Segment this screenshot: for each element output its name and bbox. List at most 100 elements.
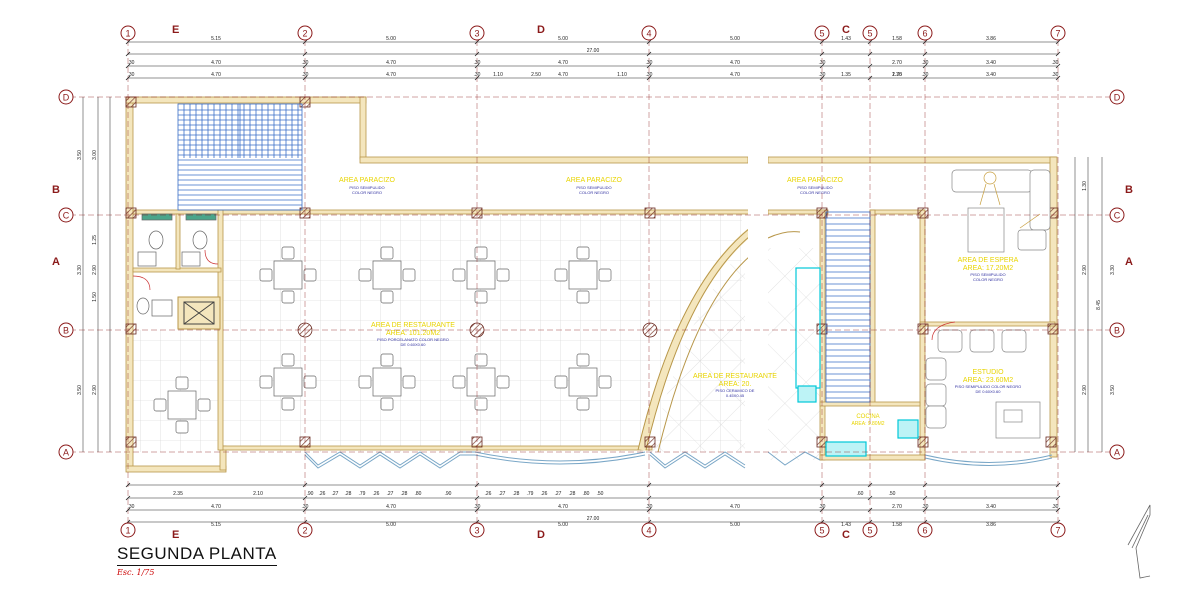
section-mark: B [1125, 184, 1133, 196]
dimension-text: 5.15 [211, 522, 221, 528]
grid-bubble [917, 25, 933, 41]
room-label: AREA PARACIZO [566, 177, 622, 184]
dimension-text: 2.35 [173, 491, 183, 497]
dimension-tick [867, 75, 873, 81]
dimension-tick [302, 39, 308, 45]
dimension-tick [819, 51, 825, 57]
chair [402, 375, 416, 389]
dimension-text: 1.30 [1082, 181, 1088, 191]
dimension-tick [302, 482, 308, 488]
dimension-tick [302, 75, 308, 81]
stairs-right [825, 211, 871, 403]
dimension-tick [125, 51, 131, 57]
dimension-text: .30 [922, 72, 929, 78]
dimension-text: .27 [332, 491, 339, 497]
dimension-tick [646, 495, 652, 501]
dimension-text: .30 [646, 72, 653, 78]
dimension-tick [1055, 482, 1061, 488]
chair [259, 268, 273, 282]
drawing-break [748, 95, 768, 475]
dimension-text: .80 [583, 491, 590, 497]
dimension-text: .50 [889, 491, 896, 497]
stairs-main [177, 103, 303, 211]
dimension-tick [922, 63, 928, 69]
room-label: AREA PARACIZO [339, 177, 395, 184]
dimension-tick [819, 39, 825, 45]
room-sublabel: DE 0.60X0.60 [401, 342, 427, 347]
chair [576, 353, 590, 367]
dimension-tick [646, 482, 652, 488]
chair [452, 268, 466, 282]
dimension-tick [125, 507, 131, 513]
table [372, 367, 402, 397]
dimension-tick [302, 495, 308, 501]
section-mark: E [172, 529, 179, 541]
chair [303, 268, 317, 282]
dimension-text: .30 [1052, 60, 1059, 66]
room-area: AREA: 20. [719, 381, 752, 388]
dimension-tick [1055, 75, 1061, 81]
chair [380, 397, 394, 411]
dimension-text: 3.86 [986, 36, 996, 42]
dimension-text: 5.00 [386, 36, 396, 42]
dimension-text: 4.70 [558, 504, 568, 510]
dimension-text: 8.45 [1096, 300, 1102, 310]
dimension-text: .28 [569, 491, 576, 497]
table [273, 260, 303, 290]
dimension-tick [819, 75, 825, 81]
dimension-tick [922, 51, 928, 57]
section-mark: E [172, 24, 179, 36]
grid-bubble [1109, 322, 1125, 338]
chair [281, 353, 295, 367]
dimension-text: .27 [555, 491, 562, 497]
table [568, 367, 598, 397]
grid-bubble-label: 5 [867, 526, 872, 536]
table [273, 367, 303, 397]
chair [496, 375, 510, 389]
grid-bubble-label: 6 [922, 29, 927, 39]
room-sublabel: COLOR NEGRO [352, 190, 382, 195]
dimension-text: 27.00 [587, 516, 600, 522]
dimension-tick [867, 63, 873, 69]
dimension-text: 4.70 [386, 504, 396, 510]
dimension-text: .26 [319, 491, 326, 497]
drawing-title-block: SEGUNDA PLANTA Esc. 1/75 [117, 544, 277, 577]
dimension-tick [474, 495, 480, 501]
room-sublabel: COLOR NEGRO [579, 190, 609, 195]
chair [358, 268, 372, 282]
dimension-text: 2.10 [253, 491, 263, 497]
room-sublabel: PISO CERAMICO DE [716, 388, 755, 393]
grid-bubble-label: 6 [922, 526, 927, 536]
chair [153, 398, 167, 412]
chair [474, 353, 488, 367]
dimension-text: 3.30 [1110, 265, 1116, 275]
dimension-text: .26 [373, 491, 380, 497]
room-labels: AREA PARACIZO PISO SEMIPULIDO COLOR NEGR… [339, 177, 1021, 427]
dimension-text: 2.90 [92, 265, 98, 275]
studio-furniture [925, 321, 1041, 439]
dimension-tick [125, 39, 131, 45]
dimension-text: 4.70 [558, 72, 568, 78]
chair [281, 397, 295, 411]
section-mark: C [842, 24, 850, 36]
dimension-text: 1.50 [92, 292, 98, 302]
dimension-tick [125, 63, 131, 69]
section-mark: A [52, 256, 60, 268]
dimension-tick [646, 75, 652, 81]
grid-bubble-label: 1 [125, 29, 130, 39]
dimension-text: .30 [474, 504, 481, 510]
table [466, 260, 496, 290]
dimension-text: 2.50 [531, 72, 541, 78]
grid-bubble [641, 522, 657, 538]
dimension-tick [646, 51, 652, 57]
dimension-text: .90 [445, 491, 452, 497]
dimension-tick [922, 507, 928, 513]
dimension-text: 4.70 [730, 60, 740, 66]
table [568, 260, 598, 290]
room-sublabel: DE 0.60X0.60 [976, 389, 1002, 394]
dimension-tick [867, 495, 873, 501]
dimension-text: .28 [345, 491, 352, 497]
chair [576, 246, 590, 260]
drawing-scale: Esc. 1/75 [117, 568, 155, 577]
grid-bubble [1109, 444, 1125, 460]
